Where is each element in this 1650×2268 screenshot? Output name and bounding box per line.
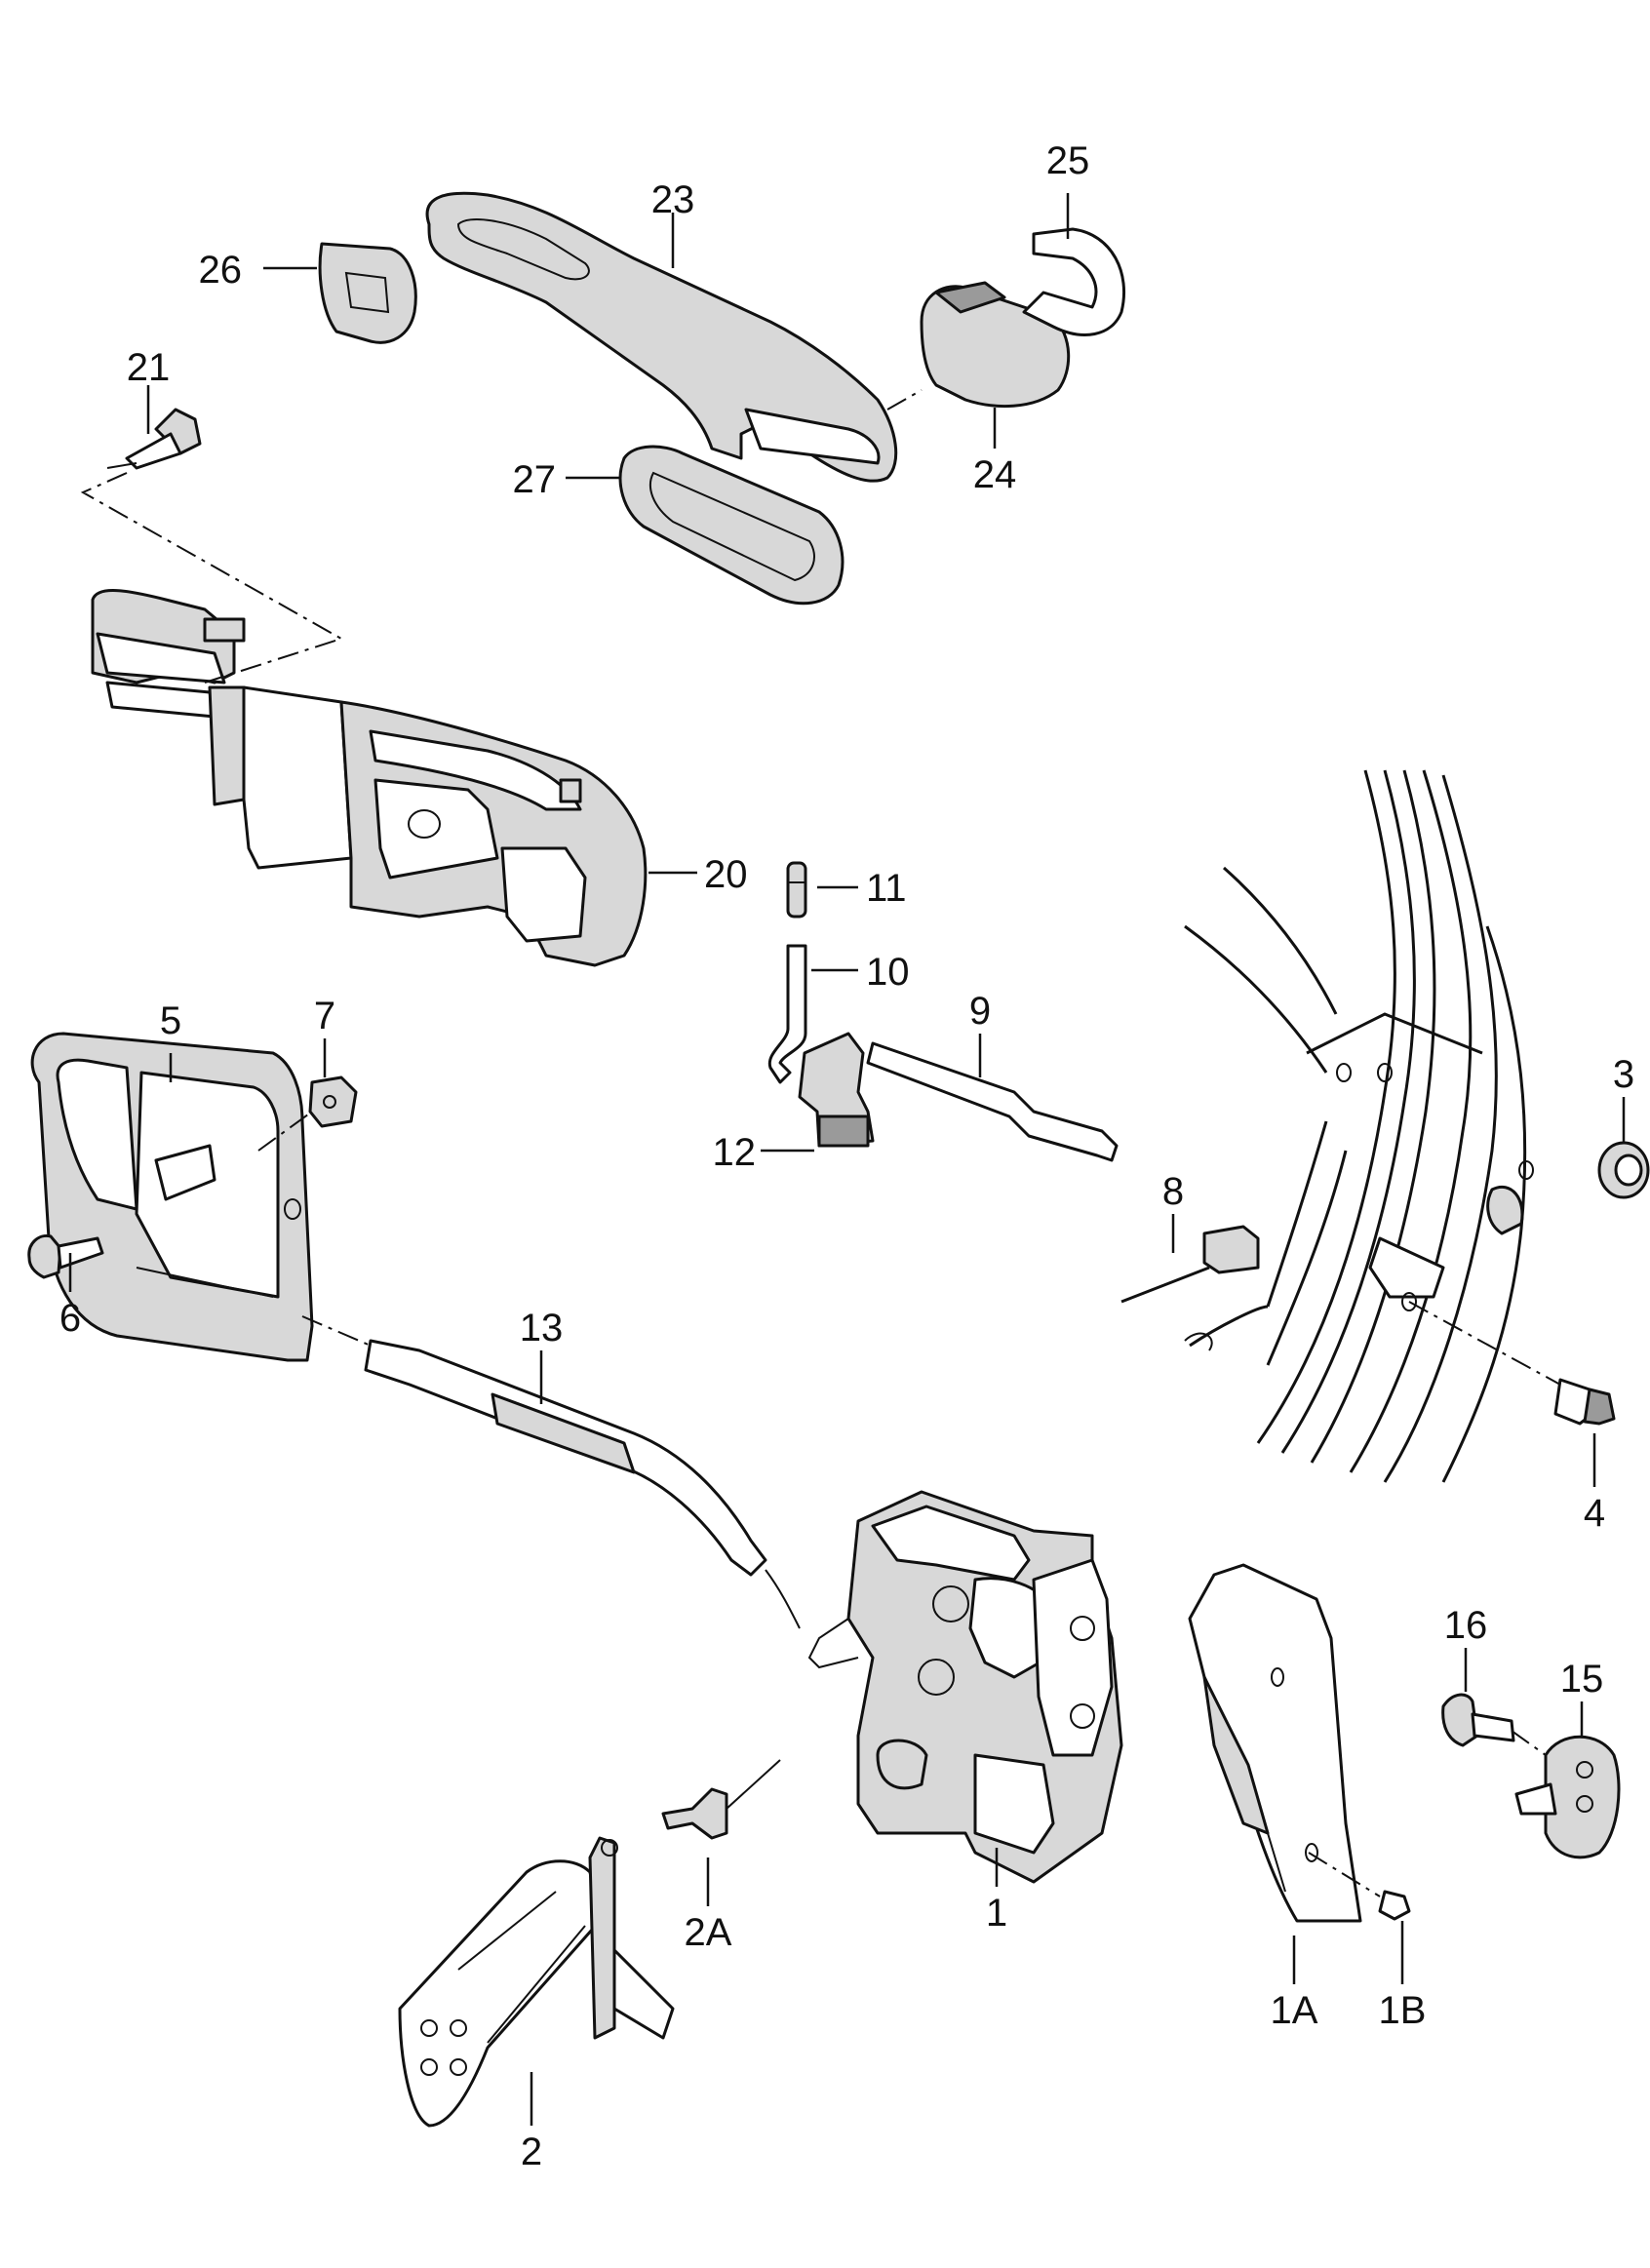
callout-27: 27 — [513, 458, 557, 501]
callout-8: 8 — [1162, 1170, 1184, 1213]
part-1-door-lock — [807, 1490, 1123, 1884]
part-25-end-seal — [1022, 227, 1126, 336]
part-2A-screw — [661, 1759, 781, 1840]
part-2-bracket — [398, 1836, 675, 2128]
part-16-bolt — [1441, 1693, 1515, 1747]
part-8-connector — [1120, 1225, 1260, 1304]
callout-7: 7 — [314, 995, 335, 1037]
callout-11: 11 — [866, 867, 907, 910]
part-26-small-gasket — [318, 242, 417, 344]
callout-24: 24 — [973, 453, 1017, 496]
callout-26: 26 — [199, 249, 243, 292]
part-20-handle-carrier — [91, 589, 648, 967]
part-5-interior-handle — [30, 1032, 314, 1362]
part-4-bolt — [1553, 1378, 1616, 1426]
callout-6: 6 — [59, 1297, 81, 1340]
callout-4: 4 — [1584, 1492, 1605, 1535]
callout-5: 5 — [160, 999, 181, 1042]
callout-15: 15 — [1560, 1658, 1604, 1701]
part-23-outer-handle — [425, 191, 898, 483]
callout-labels: 23 26 25 24 27 21 20 11 10 12 9 5 7 6 13… — [59, 139, 1634, 2173]
part-10-rod — [767, 944, 807, 1084]
callout-12: 12 — [713, 1131, 757, 1174]
callout-leaders — [68, 193, 1626, 2126]
callout-16: 16 — [1444, 1604, 1488, 1647]
callout-2A: 2A — [685, 1911, 732, 1954]
callout-2: 2 — [521, 2131, 542, 2173]
callout-23: 23 — [651, 178, 695, 221]
part-13-bowden-cable — [364, 1339, 801, 1629]
callout-13: 13 — [520, 1307, 564, 1349]
callout-10: 10 — [866, 951, 910, 994]
callout-9: 9 — [969, 990, 991, 1033]
part-9-linkage-rod — [866, 1041, 1119, 1162]
callout-1: 1 — [986, 1892, 1007, 1935]
callout-25: 25 — [1046, 139, 1090, 182]
assembly-lines — [80, 389, 1561, 1897]
part-11-pin — [786, 861, 807, 919]
part-1B-bolt — [1378, 1890, 1411, 1921]
part-1A-cover — [1188, 1563, 1362, 1923]
callout-1B: 1B — [1379, 1989, 1427, 2032]
part-7-clip-nut — [308, 1075, 358, 1128]
part-3-grommet — [1597, 1141, 1650, 1199]
part-27-handle-gasket — [618, 445, 845, 606]
callout-21: 21 — [127, 346, 171, 389]
part-15-striker-plate — [1514, 1735, 1621, 1859]
callout-1A: 1A — [1271, 1989, 1318, 2032]
part-12-clip — [798, 1032, 875, 1148]
door-frame-body — [1184, 769, 1534, 1483]
callout-20: 20 — [704, 853, 748, 896]
callout-3: 3 — [1613, 1053, 1634, 1096]
part-21-screw — [106, 408, 202, 470]
